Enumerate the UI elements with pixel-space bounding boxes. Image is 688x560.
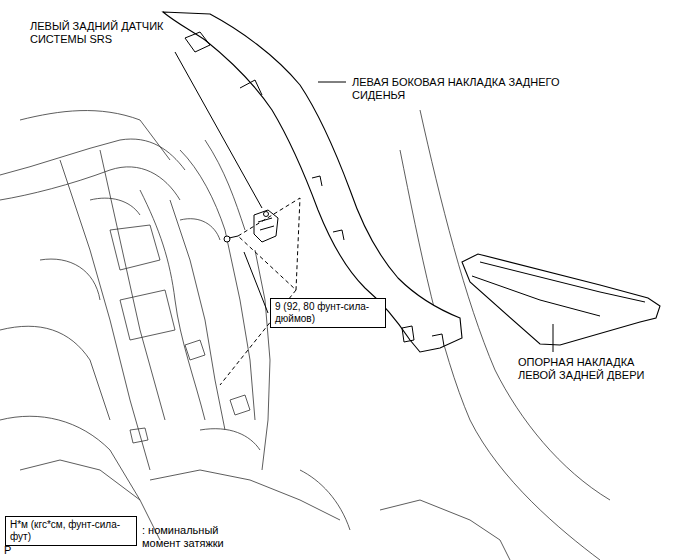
scuff-plate-detail xyxy=(480,262,645,302)
trim-detail xyxy=(402,326,414,342)
part-name: ЛЕВАЯ БОКОВАЯ НАКЛАДКА ЗАДНЕГО СИДЕНЬЯ xyxy=(352,76,612,102)
trim-detail xyxy=(185,32,210,52)
bolt xyxy=(224,236,238,242)
box-text: 9 (92, 80 фунт-сила-дюймов) xyxy=(275,301,381,325)
part-name: ЛЕВЫЙ ЗАДНИЙ ДАТЧИК СИСТЕМЫ SRS xyxy=(30,20,170,46)
torque-box: 9 (92, 80 фунт-сила-дюймов) xyxy=(270,298,386,328)
seat-side-trim xyxy=(163,12,462,352)
part-name: ОПОРНАЯ НАКЛАДКА ЛЕВОЙ ЗАДНЕЙ ДВЕРИ xyxy=(518,356,668,382)
trim-detail xyxy=(240,80,262,95)
trim-detail xyxy=(312,176,322,186)
legend-note: : номинальный момент затяжки xyxy=(142,524,252,550)
trim-detail xyxy=(432,334,444,346)
projection-line xyxy=(238,198,300,290)
srs-sensor xyxy=(254,210,278,242)
leader-line xyxy=(175,52,262,208)
legend-box: Н*м (кгс*см, фунт-сила-фут) xyxy=(5,516,137,546)
leader-line xyxy=(244,252,268,313)
leader-line xyxy=(318,82,346,83)
scuff-plate-detail xyxy=(472,276,600,316)
leader-line xyxy=(553,324,554,352)
scuff-plate xyxy=(462,254,660,345)
box-text: Н*м (кгс*см, фунт-сила-фут) xyxy=(10,519,132,543)
trim-detail xyxy=(333,230,344,240)
